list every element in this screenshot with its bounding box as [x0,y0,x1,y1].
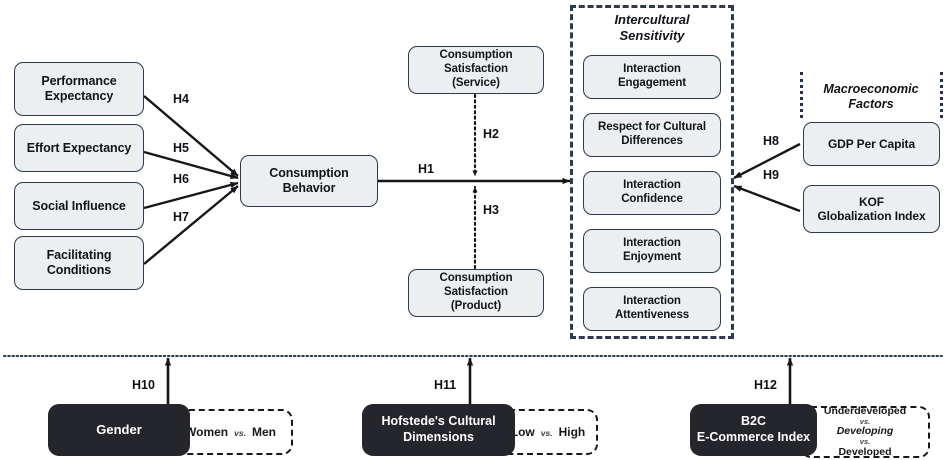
construct-label-line1: Interaction [623,295,681,308]
construct-consumption-behavior[interactable]: Consumption Behavior [240,155,378,207]
construct-interaction-enjoyment[interactable]: Interaction Enjoyment [583,229,721,273]
construct-interaction-attentiveness[interactable]: Interaction Attentiveness [583,287,721,331]
moderator-label-line2: Dimensions [403,430,474,444]
construct-label-line2: Behavior [282,181,336,195]
moderator-hofstede-cultural-dimensions[interactable]: Hofstede's Cultural Dimensions [362,404,515,456]
construct-label-line1: Interaction [623,237,681,250]
moderator-level-vs: vs. [540,427,553,438]
hypothesis-label-h5: H5 [173,141,189,155]
construct-consumption-satisfaction-product[interactable]: Consumption Satisfaction (Product) [408,269,544,317]
moderator-level-1: Underdeveloped [823,404,907,417]
construct-label-line2: Enjoyment [623,251,681,263]
construct-label-line2: Conditions [46,263,112,277]
construct-gdp-per-capita[interactable]: GDP Per Capita [803,122,940,166]
construct-label-line1: Effort Expectancy [26,140,132,155]
construct-label-line2: Satisfaction (Product) [444,286,508,312]
moderator-level-2: Developing [836,425,894,438]
group-title-macroeconomic-factors: Macroeconomic Factors [800,82,942,113]
moderator-b2c-ecommerce-index[interactable]: B2C E-Commerce Index [690,404,817,456]
construct-interaction-confidence[interactable]: Interaction Confidence [583,171,721,215]
moderator-level-2: Men [251,424,276,439]
construct-label-line2: Engagement [617,77,686,89]
construct-label-line1: Consumption [439,272,513,285]
group-intercultural-sensitivity [570,5,734,339]
construct-label-line1: Consumption [439,49,513,62]
construct-interaction-engagement[interactable]: Interaction Engagement [583,55,721,99]
hypothesis-label-h12: H12 [754,378,777,392]
construct-consumption-satisfaction-service[interactable]: Consumption Satisfaction (Service) [408,46,544,94]
group-border-right-macroeconomic-factors [940,72,943,118]
hypothesis-label-h2: H2 [483,127,499,141]
construct-performance-expectancy[interactable]: Performance Expectancy [14,62,144,116]
construct-label-line2: Expectancy [44,89,114,103]
group-title-line2: Factors [848,97,894,112]
construct-label-line2: Attentiveness [614,309,690,321]
construct-label-line1: KOF [858,194,885,209]
construct-respect-for-cultural-differences[interactable]: Respect for Cultural Differences [583,113,721,157]
moderator-level-vs-2: vs. [859,436,871,446]
moderator-level-1: Low [510,424,535,439]
moderator-label-line1: Hofstede's Cultural [381,414,496,429]
hypothesis-label-h7: H7 [173,210,189,224]
construct-label-line1: Respect for Cultural [598,121,706,134]
hypothesis-label-h9: H9 [763,168,779,182]
construct-social-influence[interactable]: Social Influence [14,182,144,230]
construct-label-line1: Facilitating [46,248,112,262]
arrow-h4 [143,95,239,177]
moderator-gender[interactable]: Gender [48,404,190,456]
hypothesis-label-h8: H8 [763,134,779,148]
construct-facilitating-conditions[interactable]: Facilitating Conditions [14,236,144,290]
moderator-level-vs-1: vs. [859,416,871,426]
construct-label-line2: Confidence [621,193,683,205]
moderator-label-line2: E-Commerce Index [696,430,811,444]
group-title-line1: Macroeconomic [823,82,919,96]
construct-kof-globalization-index[interactable]: KOF Globalization Index [803,185,940,233]
moderator-level-3: Developed [838,445,892,458]
arrow-h5 [143,150,239,180]
hypothesis-label-h1: H1 [418,162,434,176]
moderator-label-line1: B2C [740,414,766,429]
moderator-level-1: Women [185,424,229,439]
construct-label-line1: Performance [41,74,117,88]
moderator-levels-b2c-ecommerce-index: Underdeveloped vs. Developing vs. Develo… [800,404,930,458]
moderator-level-2: High [558,424,586,439]
group-title-line2: Sensitivity [619,27,685,43]
construct-label-line1: GDP Per Capita [827,136,916,151]
construct-label-line1: Consumption [269,166,349,180]
arrow-h6 [143,181,239,210]
moderator-label: Gender [96,421,142,437]
group-border-left-macroeconomic-factors [800,72,803,118]
hypothesis-label-h11: H11 [434,378,457,392]
construct-label-line2: Differences [621,135,683,147]
moderator-level-vs: vs. [234,427,246,438]
arrow-h7 [143,185,239,265]
hypothesis-label-h3: H3 [483,203,499,217]
construct-label-line1: Interaction [623,63,681,76]
construct-effort-expectancy[interactable]: Effort Expectancy [14,124,144,172]
hypothesis-label-h10: H10 [132,378,155,392]
group-title-intercultural-sensitivity: Intercultural Sensitivity [570,12,734,44]
construct-label-line1: Social Influence [32,198,126,213]
hypothesis-label-h6: H6 [173,172,189,186]
construct-label-line1: Interaction [623,179,681,192]
construct-label-line2: Satisfaction (Service) [444,63,508,89]
arrow-h9 [733,184,801,213]
construct-label-line2: Globalization Index [817,209,926,223]
hypothesis-label-h4: H4 [173,92,189,106]
group-title-line1: Intercultural [614,12,690,27]
